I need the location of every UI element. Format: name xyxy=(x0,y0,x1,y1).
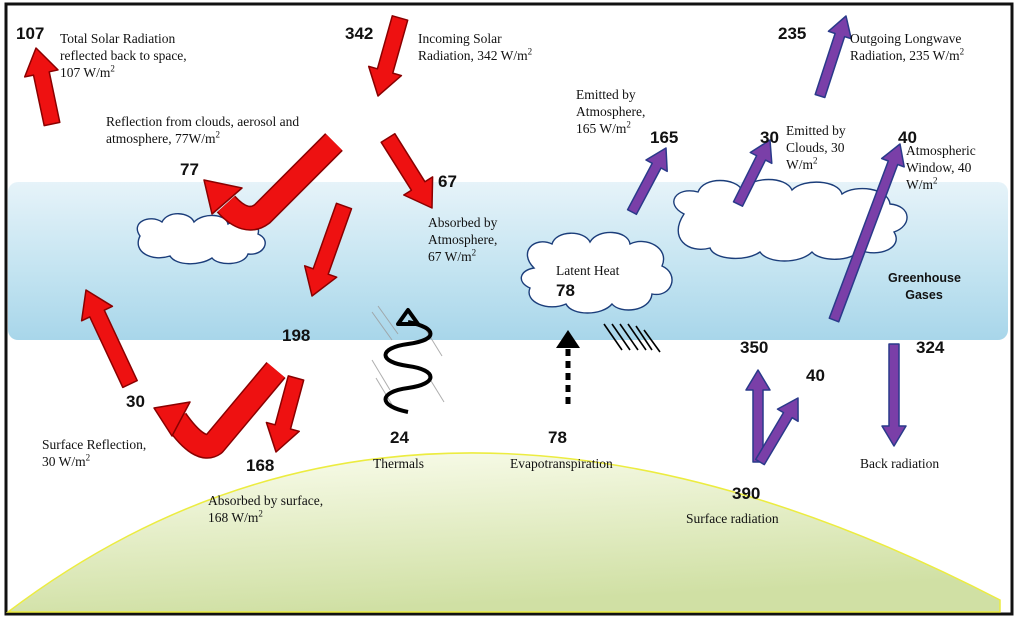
value-absorbed-atm: 67 xyxy=(438,172,457,191)
arrow-surface-to-space xyxy=(80,289,138,389)
rain-icon xyxy=(603,323,661,353)
arrow-emitted-clouds xyxy=(732,139,773,207)
arrow-cloud-reflection-head xyxy=(203,179,243,215)
arrow-reflected-total xyxy=(23,47,61,127)
label-incoming: Incoming Solar Radiation, 342 W/m2 xyxy=(418,31,533,63)
label-absorbed-surface: Absorbed by surface, 168 W/m2 xyxy=(208,493,324,525)
value-latent-heat: 78 xyxy=(556,281,575,300)
value-emitted-clouds: 30 xyxy=(760,128,779,147)
arrow-surface-up xyxy=(745,369,771,463)
label-reflected-total: Total Solar Radiation reflected back to … xyxy=(60,31,187,80)
arrow-surface-reflection xyxy=(167,362,285,458)
arrow-absorbed-surface xyxy=(265,375,305,453)
value-emitted-atm: 165 xyxy=(650,128,679,147)
arrow-to-surface xyxy=(303,202,353,297)
arrow-emitted-atmosphere xyxy=(626,147,668,216)
value-surface-window: 40 xyxy=(806,366,825,385)
label-absorbed-atmosphere: Absorbed by Atmosphere, 67 W/m2 xyxy=(428,215,498,264)
label-thermals: Thermals xyxy=(373,456,424,471)
arrow-absorbed-atmosphere xyxy=(380,132,434,209)
value-evapotranspiration: 78 xyxy=(548,428,567,447)
arrow-outgoing-longwave xyxy=(814,15,852,99)
evapotranspiration-arrowhead xyxy=(556,330,580,348)
label-surface-radiation: Surface radiation xyxy=(686,511,779,526)
value-incoming: 342 xyxy=(345,24,374,43)
label-surface-reflection: Surface Reflection, 30 W/m2 xyxy=(42,437,147,469)
value-surface-reflection: 30 xyxy=(126,392,145,411)
label-atmospheric-window: Atmospheric Window, 40 W/m2 xyxy=(906,143,976,192)
thermals-arrowhead xyxy=(396,308,420,326)
arrow-surface-reflection-head xyxy=(153,401,191,437)
value-back-radiation: 324 xyxy=(916,338,945,357)
arrow-cloud-reflection xyxy=(217,134,342,230)
label-latent-heat: Latent Heat xyxy=(556,263,620,278)
cloud-left xyxy=(136,213,266,265)
value-surface-radiation: 390 xyxy=(732,484,761,503)
cloud-right xyxy=(673,178,908,262)
value-to-surface: 198 xyxy=(282,326,311,345)
label-emitted-clouds: Emitted by Clouds, 30 W/m2 xyxy=(786,123,846,172)
arrow-atmospheric-window xyxy=(828,143,905,323)
arrow-back-radiation xyxy=(881,343,907,447)
label-outgoing-longwave: Outgoing Longwave Radiation, 235 W/m2 xyxy=(850,31,965,63)
value-absorbed-surface: 168 xyxy=(246,456,275,475)
earth-surface xyxy=(5,452,1001,613)
label-reflection-clouds: Reflection from clouds, aerosol and atmo… xyxy=(106,114,300,146)
value-thermals: 24 xyxy=(390,428,409,447)
label-evapotranspiration: Evapotranspiration xyxy=(510,456,613,471)
thermals-arrow xyxy=(383,320,433,414)
value-outgoing: 235 xyxy=(778,24,807,43)
arrow-surface-window xyxy=(754,397,799,466)
label-greenhouse-gases: Greenhouse Gases xyxy=(888,271,961,302)
value-surface-up: 350 xyxy=(740,338,769,357)
label-back-radiation: Back radiation xyxy=(860,456,940,471)
value-cloud-reflection: 77 xyxy=(180,160,199,179)
arrow-incoming-solar xyxy=(367,15,409,97)
label-emitted-atmosphere: Emitted by Atmosphere, 165 W/m2 xyxy=(576,87,646,136)
value-window: 40 xyxy=(898,128,917,147)
cloud-middle xyxy=(520,231,673,314)
value-total-reflected: 107 xyxy=(16,24,45,43)
